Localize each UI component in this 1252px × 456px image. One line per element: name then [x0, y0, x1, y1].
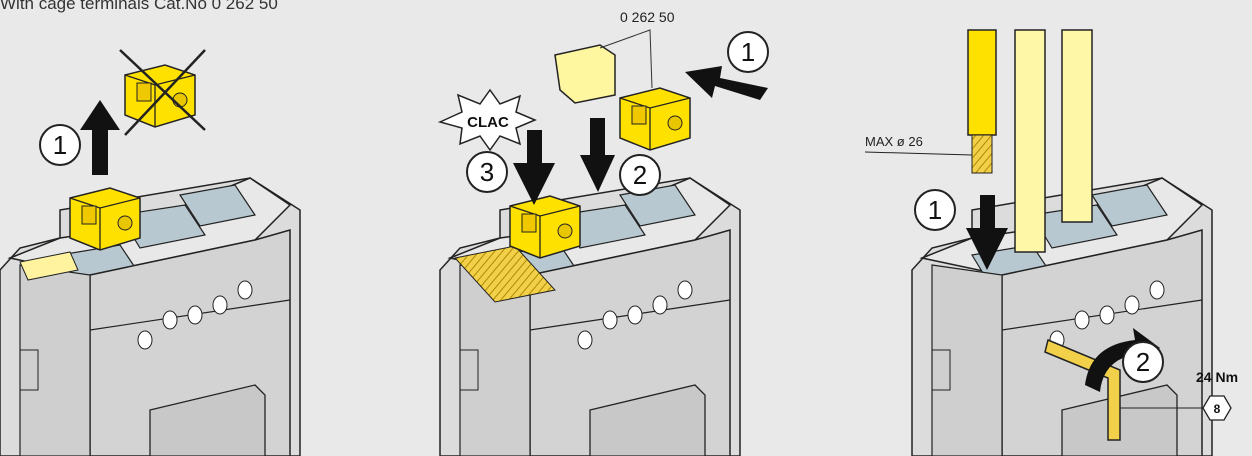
cable-stripped	[967, 29, 997, 174]
step-badge-1	[727, 31, 769, 73]
step-number-1: 1	[741, 37, 755, 67]
cage-terminal-part	[619, 87, 691, 151]
press-arrow-icon-3	[513, 130, 555, 205]
max-diameter-label: MAX ø 26	[865, 134, 923, 149]
cable-installed-1	[1014, 29, 1046, 253]
step-badge-2	[1122, 341, 1164, 383]
slide-arrow-icon	[685, 66, 768, 100]
max-diameter-leader	[864, 151, 973, 156]
remove-arrow-icon	[80, 100, 120, 175]
hex-size-icon	[1202, 395, 1232, 421]
step-badge-2	[619, 154, 661, 196]
clac-label: CLAC	[467, 114, 509, 131]
insert-arrow-icon	[966, 195, 1008, 270]
cage-terminal-installed	[69, 187, 141, 251]
figure-caption: With cage terminals Cat.No 0 262 50	[0, 0, 278, 13]
panel-1: 1	[0, 49, 301, 456]
step-number-1: 1	[928, 195, 942, 225]
cable-installed-2	[1061, 29, 1093, 223]
hex-key-size: 8	[1214, 402, 1221, 416]
terminal-cover-part	[554, 44, 616, 104]
press-arrow-icon-2	[580, 118, 615, 192]
cage-terminal-insert	[509, 195, 581, 259]
catalog-ref-leader	[599, 29, 653, 89]
breaker-body-1	[0, 177, 301, 456]
panel-3: MAX ø 26 1 2 24 Nm 8	[864, 29, 1238, 456]
crossed-terminal-icon	[119, 49, 206, 136]
step-number-1: 1	[53, 130, 67, 160]
step-number-3: 3	[480, 157, 494, 187]
step-badge-1	[914, 189, 956, 231]
torque-label: 24 Nm	[1196, 369, 1238, 385]
catalog-ref-label: 0 262 50	[620, 9, 675, 25]
panel-2: 0 262 50 1 2 3 CLAC	[437, 9, 769, 456]
step-number-2: 2	[633, 160, 647, 190]
cage-terminal-slot	[19, 251, 79, 281]
clac-burst	[437, 88, 537, 152]
step-badge-3	[466, 151, 508, 193]
step-number-2: 2	[1136, 347, 1150, 377]
cage-terminal-slot-striped	[454, 245, 556, 303]
step-badge-1	[39, 124, 81, 166]
breaker-body-2	[439, 177, 741, 456]
